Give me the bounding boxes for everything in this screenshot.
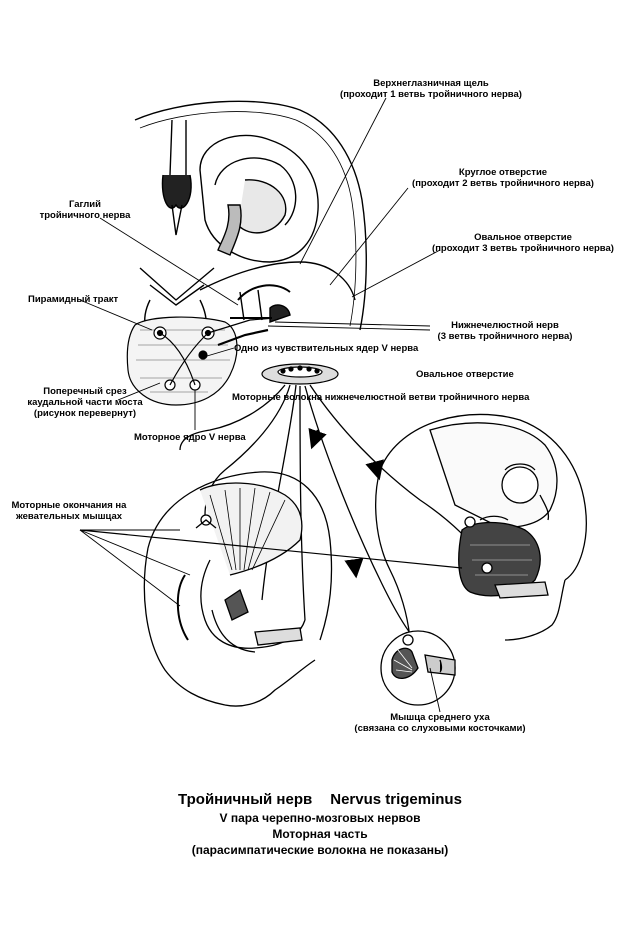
label-motor-nucleus: Моторное ядро V нерва: [134, 432, 246, 443]
label-line: Моторные окончания на: [11, 500, 127, 511]
label-line: Мышца среднего уха: [390, 712, 490, 723]
label-line: (рисунок перевернут): [33, 408, 137, 419]
label-line: (проходит 2 ветвь тройничного нерва): [412, 178, 594, 189]
label-line: каудальной части моста: [27, 397, 143, 408]
label-line: Нижнечелюстной нерв: [451, 320, 559, 331]
caption-title: Тройничный нерв Nervus trigeminus: [0, 791, 640, 808]
label-line: (проходит 3 ветвь тройничного нерва): [432, 243, 614, 254]
label-pointer-lines: [79, 97, 463, 713]
label-line: тройничного нерва: [39, 210, 131, 221]
label-pyramidal-tract: Пирамидный тракт: [28, 294, 119, 305]
label-line: жевательных мышцах: [15, 511, 123, 522]
label-foramen-ovale: Овальное отверстие: [416, 369, 514, 380]
label-foramen-rotundum: Круглое отверстие (проходит 2 ветвь трой…: [393, 167, 613, 189]
label-middle-ear-muscle: Мышца среднего уха (связана со слуховыми…: [340, 712, 540, 734]
caption-line-3: Моторная часть: [272, 827, 368, 841]
label-line: Верхнеглазничная щель: [373, 78, 489, 89]
pons-cross-section: [126, 316, 276, 406]
skull-section-drawing: [134, 100, 367, 346]
caption-line-4: (парасимпатические волокна не показаны): [191, 843, 449, 857]
caption-title-lat: Nervus trigeminus: [330, 791, 462, 808]
middle-ear-inset: [380, 630, 456, 706]
label-line: Поперечный срез: [43, 386, 127, 397]
label-line: (связана со слуховыми косточками): [354, 723, 526, 734]
trigeminal-ganglion: [230, 284, 291, 323]
foramen-ovale-ring: [261, 363, 339, 385]
label-mandibular-nerve: Нижнечелюстной нерв (3 ветвь тройничного…: [420, 320, 590, 342]
right-head-drawing: [375, 413, 587, 641]
label-line: Овальное отверстие: [474, 232, 572, 243]
label-line: (проходит 1 ветвь тройничного нерва): [340, 89, 522, 100]
label-sensory-nucleus: Одно из чувствительных ядер V нерва: [234, 343, 419, 354]
label-superior-orbital-fissure: Верхнеглазничная щель (проходит 1 ветвь …: [316, 78, 546, 100]
label-ganglion: Гаглий тройничного нерва: [30, 199, 140, 221]
label-foramen-ovale-branch: Овальное отверстие (проходит 3 ветвь тро…: [418, 232, 628, 254]
left-head-drawing: [143, 471, 333, 707]
label-motor-endings: Моторные окончания на жевательных мышцах: [4, 500, 134, 522]
label-line: Круглое отверстие: [458, 167, 548, 178]
caption-line-2: V пара черепно-мозговых нервов: [219, 811, 421, 825]
label-motor-fibers: Моторные волокна нижнечелюстной ветви тр…: [232, 392, 530, 403]
label-line: Гаглий: [69, 199, 101, 210]
label-cross-section: Поперечный срез каудальной части моста (…: [20, 386, 150, 419]
label-line: (3 ветвь тройничного нерва): [437, 331, 573, 342]
caption-title-ru: Тройничный нерв: [178, 791, 313, 808]
